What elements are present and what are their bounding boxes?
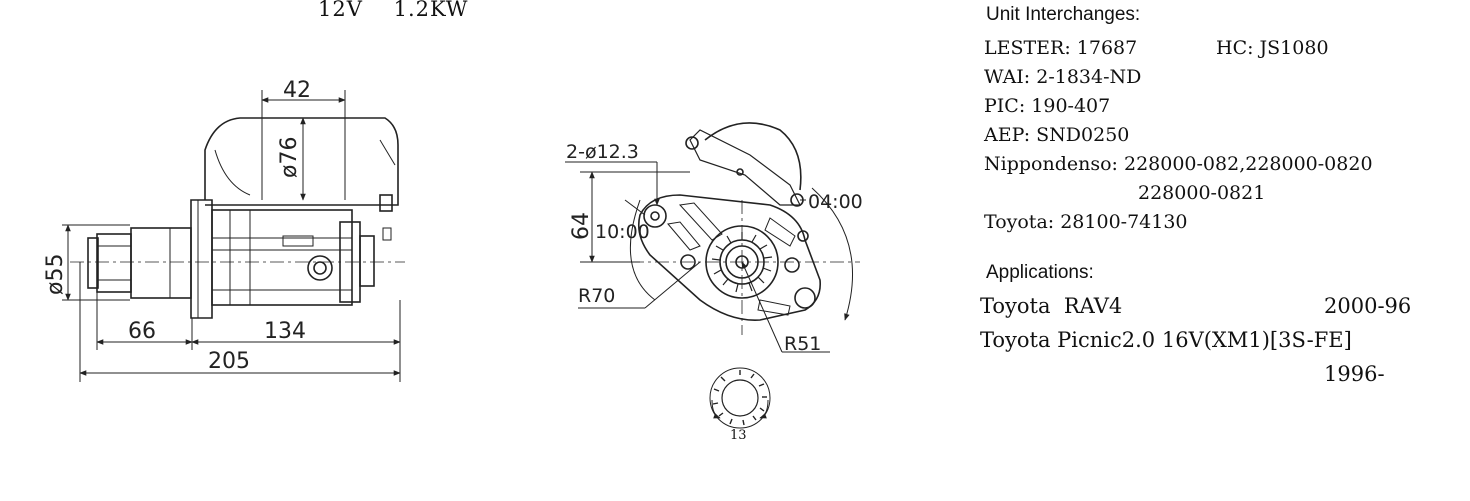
dim-overall-length: 205 — [208, 349, 250, 374]
dim-radius-outer: R70 — [578, 285, 615, 307]
interchange-nippondenso-cont: 228000-0821 — [1138, 182, 1266, 204]
dim-nose-diameter: ø55 — [43, 254, 68, 295]
power: 1.2KW — [393, 0, 469, 21]
side-view — [70, 117, 405, 319]
application-years: 1996- — [1324, 362, 1385, 386]
interchange-nippondenso: Nippondenso: 228000-082,228000-0820 — [984, 153, 1373, 175]
gear-detail — [709, 367, 771, 429]
applications-heading: Applications: — [986, 262, 1094, 283]
application-vehicle: Toyota RAV4 — [980, 294, 1123, 318]
voltage: 12V — [318, 0, 363, 21]
interchange-toyota: Toyota: 28100-74130 — [984, 211, 1188, 233]
dim-nose-length: 66 — [128, 319, 156, 344]
dim-body-length: 134 — [264, 319, 306, 344]
gear-teeth-count: 13 — [730, 428, 747, 443]
end-dimension-labels: 2-ø12.3 64 10:00 04:00 R70 R51 — [566, 141, 863, 355]
interchange-hc: HC: JS1080 — [1216, 37, 1329, 59]
dim-top-width: 42 — [283, 78, 311, 103]
dim-bolt-spacing: 64 — [569, 212, 594, 240]
side-dimension-labels: 42 ø76 ø55 66 134 205 — [43, 78, 311, 374]
interchange-aep: AEP: SND0250 — [984, 124, 1130, 146]
end-dimensions — [565, 161, 830, 353]
interchanges-heading: Unit Interchanges: — [986, 4, 1141, 25]
interchange-pic: PIC: 190-407 — [984, 95, 1111, 117]
dim-angle-right: 04:00 — [808, 191, 863, 213]
spec-line: 12V 1.2KW — [318, 0, 469, 21]
interchange-lester: LESTER: 17687 — [984, 37, 1138, 59]
dim-angle-left: 10:00 — [595, 221, 650, 243]
dim-body-diameter: ø76 — [277, 137, 302, 178]
side-dimensions — [62, 90, 401, 382]
application-years: 2000-96 — [1324, 294, 1412, 318]
dim-radius-inner: R51 — [784, 333, 821, 355]
interchange-wai: WAI: 2-1834-ND — [984, 66, 1142, 88]
application-vehicle: Toyota Picnic2.0 16V(XM1)[3S-FE] — [980, 328, 1352, 352]
end-view — [580, 122, 860, 335]
dim-bolt-holes: 2-ø12.3 — [566, 141, 639, 163]
